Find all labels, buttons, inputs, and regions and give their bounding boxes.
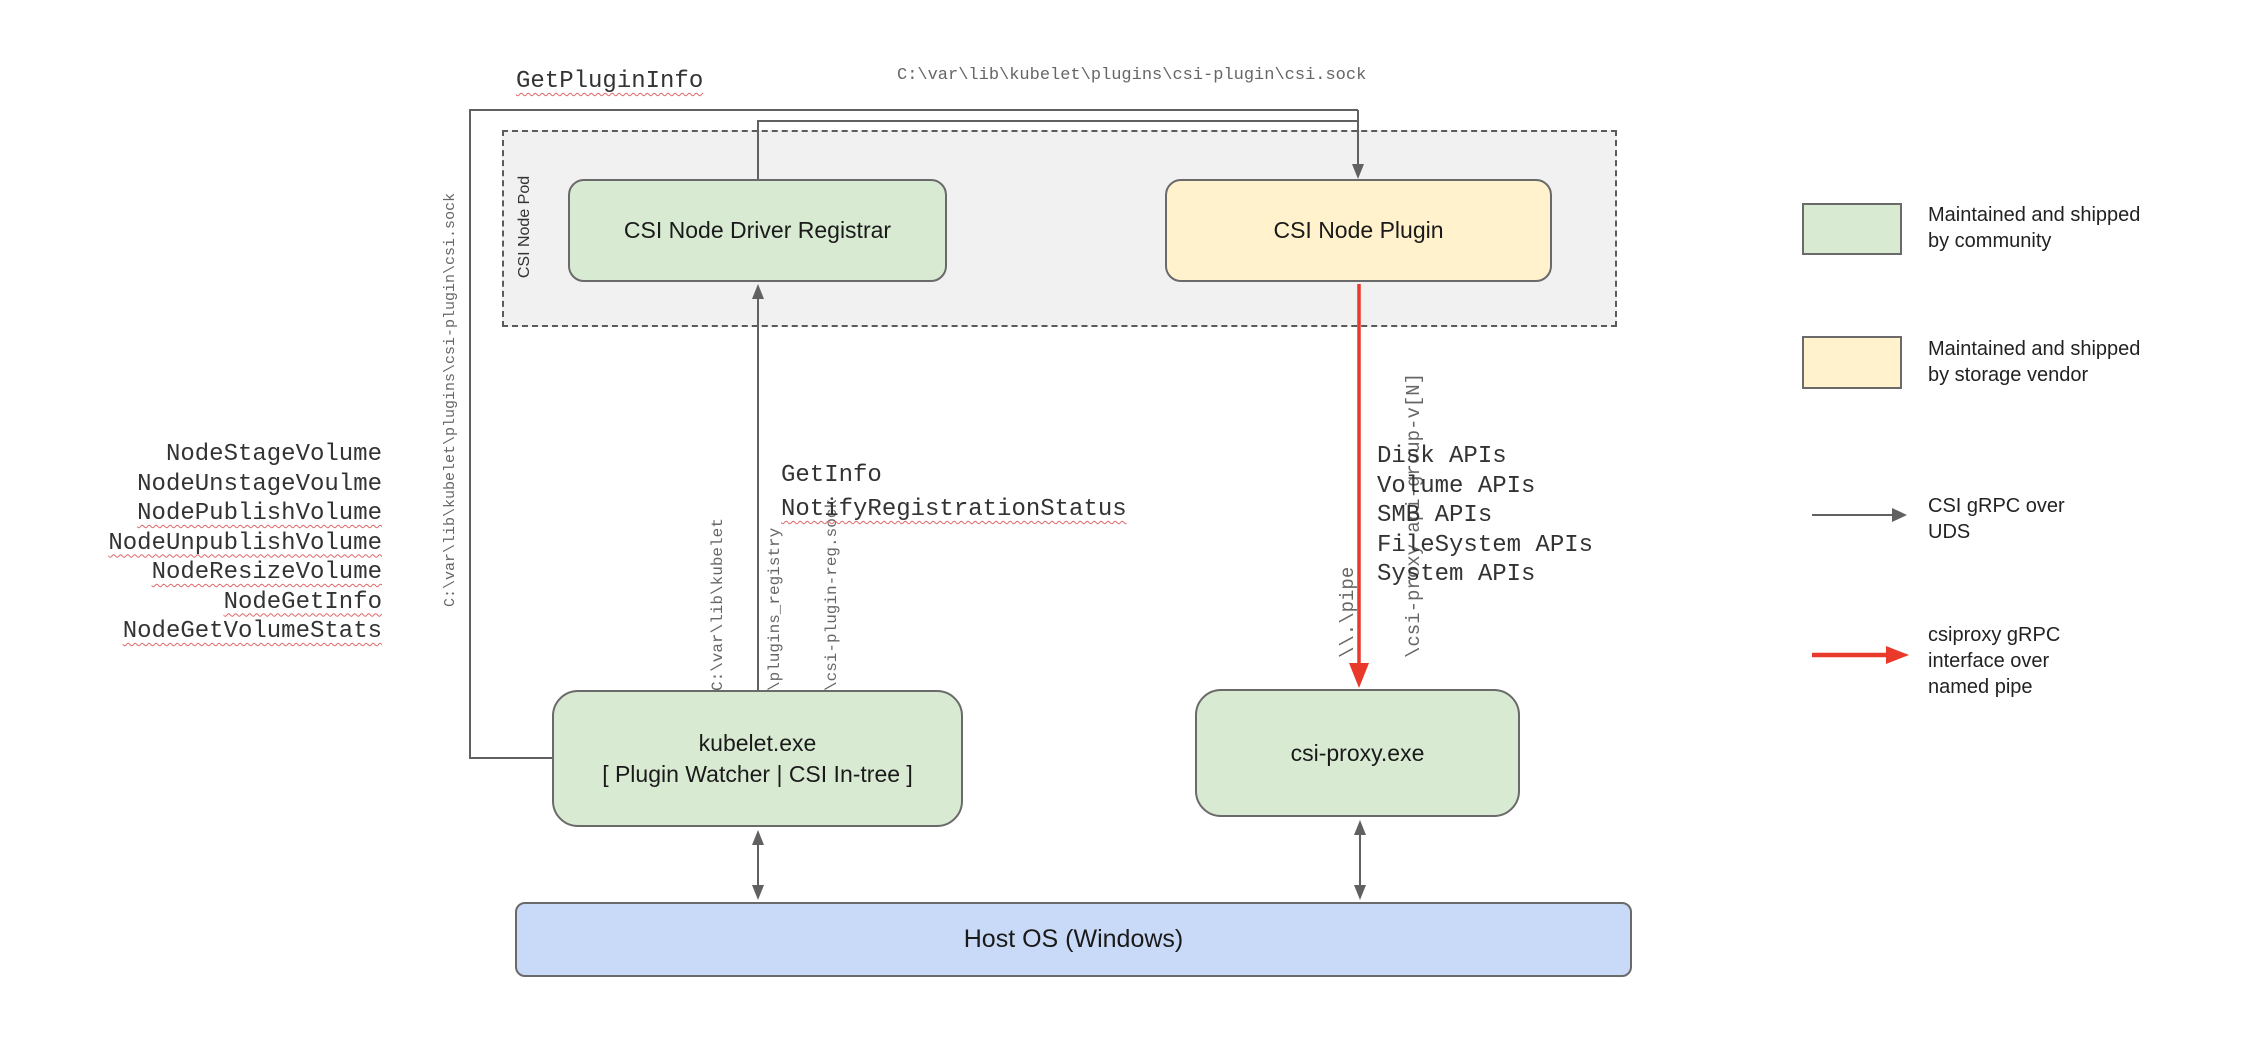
csi-proxy-label: csi-proxy.exe bbox=[1290, 739, 1425, 766]
legend-uds-arrow bbox=[1812, 508, 1907, 522]
rpc-node-publish-volume: NodePublishVolume bbox=[137, 500, 382, 527]
legend-namedpipe-text: csiproxy gRPC interface over named pipe bbox=[1928, 624, 2061, 698]
legend-community-text: Maintained and shipped by community bbox=[1928, 204, 2141, 252]
node-registrar-box: CSI Node Driver Registrar bbox=[568, 179, 947, 282]
csi-node-pod-label: CSI Node Pod bbox=[516, 175, 533, 279]
notify-registration-status-label: NotifyRegistrationStatus bbox=[781, 496, 1127, 523]
rpc-node-get-info: NodeGetInfo bbox=[223, 588, 382, 616]
plugin-registry-path-label: C:\var\lib\kubelet \plugins_registry \cs… bbox=[709, 498, 841, 691]
rpc-node-unpublish-volume: NodeUnpublishVolume bbox=[108, 529, 382, 557]
node-registrar-label: CSI Node Driver Registrar bbox=[623, 217, 892, 243]
kubelet-hostos-arrow bbox=[752, 830, 764, 900]
rpc-node-unstage-volume: NodeUnstageVoulme bbox=[137, 470, 382, 498]
rpc-node-get-volume-stats: NodeGetVolumeStats bbox=[122, 618, 382, 645]
api-disk: Disk APIs bbox=[1377, 443, 1507, 470]
node-plugin-label: CSI Node Plugin bbox=[1273, 217, 1444, 243]
api-system: System APIs bbox=[1377, 561, 1536, 588]
rpc-node-stage-volume: NodeStageVolume bbox=[165, 441, 382, 468]
kubelet-label-line2: [ Plugin Watcher | CSI In-tree ] bbox=[602, 760, 913, 787]
legend-uds-text: CSI gRPC over UDS bbox=[1928, 495, 2065, 543]
get-plugin-info-label: GetPluginInfo bbox=[516, 68, 704, 95]
csiproxy-hostos-arrow bbox=[1354, 820, 1366, 900]
kubelet-label-line1: kubelet.exe bbox=[698, 729, 817, 756]
legend-vendor-text: Maintained and shipped by storage vendor bbox=[1928, 338, 2141, 386]
legend-namedpipe-arrow bbox=[1812, 646, 1909, 664]
csi-proxy-box: csi-proxy.exe bbox=[1195, 689, 1520, 817]
csi-sock-path-left-label: C:\var\lib\kubelet\plugins\csi-plugin\cs… bbox=[442, 192, 459, 607]
api-filesystem: FileSystem APIs bbox=[1377, 531, 1594, 559]
node-rpc-call-list: NodeStageVolume NodeUnstageVoulme NodePu… bbox=[82, 440, 382, 647]
named-pipe-path-label: \\.\pipe \csi-proxy-api-group-v[N] bbox=[1337, 372, 1425, 658]
host-os-bar: Host OS (Windows) bbox=[515, 902, 1632, 977]
kubelet-box: kubelet.exe [ Plugin Watcher | CSI In-tr… bbox=[552, 690, 963, 827]
host-os-label: Host OS (Windows) bbox=[963, 925, 1184, 953]
csi-sock-path-top-label: C:\var\lib\kubelet\plugins\csi-plugin\cs… bbox=[897, 66, 1367, 85]
get-info-label: GetInfo bbox=[781, 462, 882, 489]
api-smb: SMB APIs bbox=[1377, 502, 1493, 529]
proxy-api-call-list: Disk APIs Volume APIs SMB APIs FileSyste… bbox=[1377, 442, 1593, 590]
rpc-node-resize-volume: NodeResizeVolume bbox=[151, 559, 382, 586]
legend-community-swatch bbox=[1802, 203, 1902, 255]
legend-vendor-swatch bbox=[1802, 336, 1902, 389]
api-volume: Volume APIs bbox=[1377, 472, 1536, 500]
node-plugin-box: CSI Node Plugin bbox=[1165, 179, 1552, 282]
